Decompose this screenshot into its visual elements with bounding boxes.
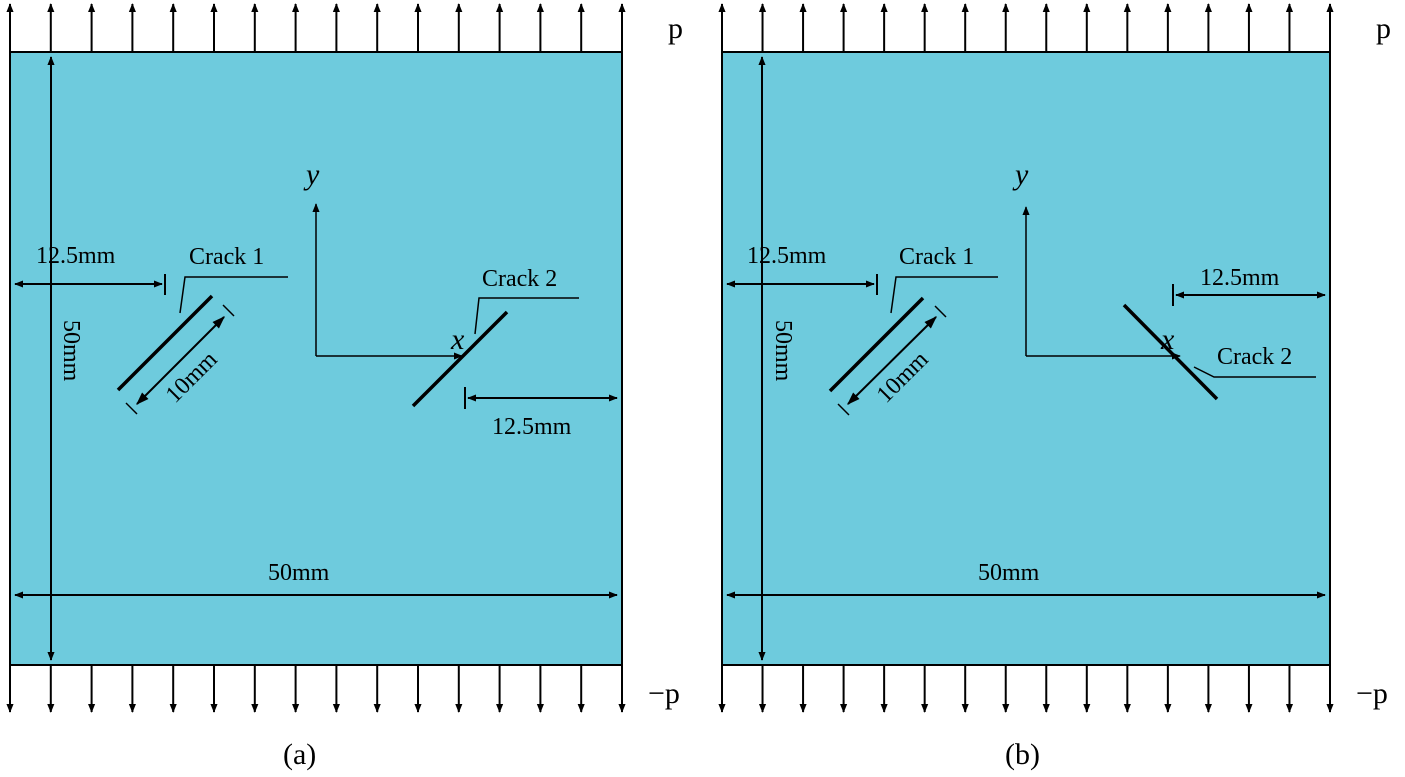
crack-length-dimension-line bbox=[136, 316, 225, 405]
load-bottom-label: −p bbox=[648, 677, 680, 710]
height-dimension-label: 50mm bbox=[770, 320, 796, 382]
plate bbox=[9, 51, 623, 666]
top-load-arrows bbox=[718, 3, 1334, 51]
right-offset-label: 12.5mm bbox=[1200, 265, 1280, 291]
crack-2-leader bbox=[474, 297, 579, 335]
bottom-load-arrows bbox=[6, 666, 626, 713]
crack-length-tick-end bbox=[934, 305, 947, 318]
x-axis-label: x bbox=[1160, 323, 1175, 356]
x-axis-label: x bbox=[450, 323, 465, 356]
bottom-load-arrows bbox=[718, 666, 1334, 713]
y-axis-label: y bbox=[1012, 158, 1029, 191]
panel-caption: (b) bbox=[1005, 738, 1040, 771]
height-dimension-label: 50mm bbox=[58, 320, 84, 382]
crack-1-label: Crack 1 bbox=[189, 244, 264, 270]
crack-2 bbox=[411, 310, 509, 408]
crack-1-leader bbox=[179, 276, 288, 314]
crack-length-tick-end bbox=[222, 304, 235, 317]
crack-1-leader bbox=[890, 276, 998, 314]
load-top-label: p bbox=[668, 12, 683, 45]
crack-length-dimension-line bbox=[847, 316, 937, 405]
left-offset-label: 12.5mm bbox=[36, 243, 116, 269]
crack-length-tick-start bbox=[837, 403, 850, 416]
load-bottom-label: −p bbox=[1356, 677, 1388, 710]
top-load-arrows bbox=[6, 3, 626, 51]
crack-2 bbox=[1122, 303, 1219, 401]
crack-2-leader bbox=[1193, 366, 1316, 378]
panel-caption: (a) bbox=[283, 738, 316, 771]
y-axis-label: y bbox=[303, 158, 320, 191]
width-dimension-label: 50mm bbox=[978, 560, 1040, 586]
width-dimension-label: 50mm bbox=[268, 560, 330, 586]
crack-1-label: Crack 1 bbox=[899, 244, 974, 270]
panel-a: p −p 50mm 50mm 12.5mm Crack 1 10mm y x C… bbox=[6, 3, 683, 771]
panel-b: p −p 50mm 50mm 12.5mm Crack 1 10mm y x C… bbox=[718, 3, 1391, 771]
crack-2-label: Crack 2 bbox=[482, 266, 557, 292]
crack-length-tick-start bbox=[125, 402, 138, 415]
right-offset-label: 12.5mm bbox=[492, 414, 572, 440]
load-top-label: p bbox=[1376, 12, 1391, 45]
crack-2-label: Crack 2 bbox=[1217, 344, 1292, 370]
left-offset-label: 12.5mm bbox=[747, 243, 827, 269]
plate bbox=[721, 51, 1331, 666]
